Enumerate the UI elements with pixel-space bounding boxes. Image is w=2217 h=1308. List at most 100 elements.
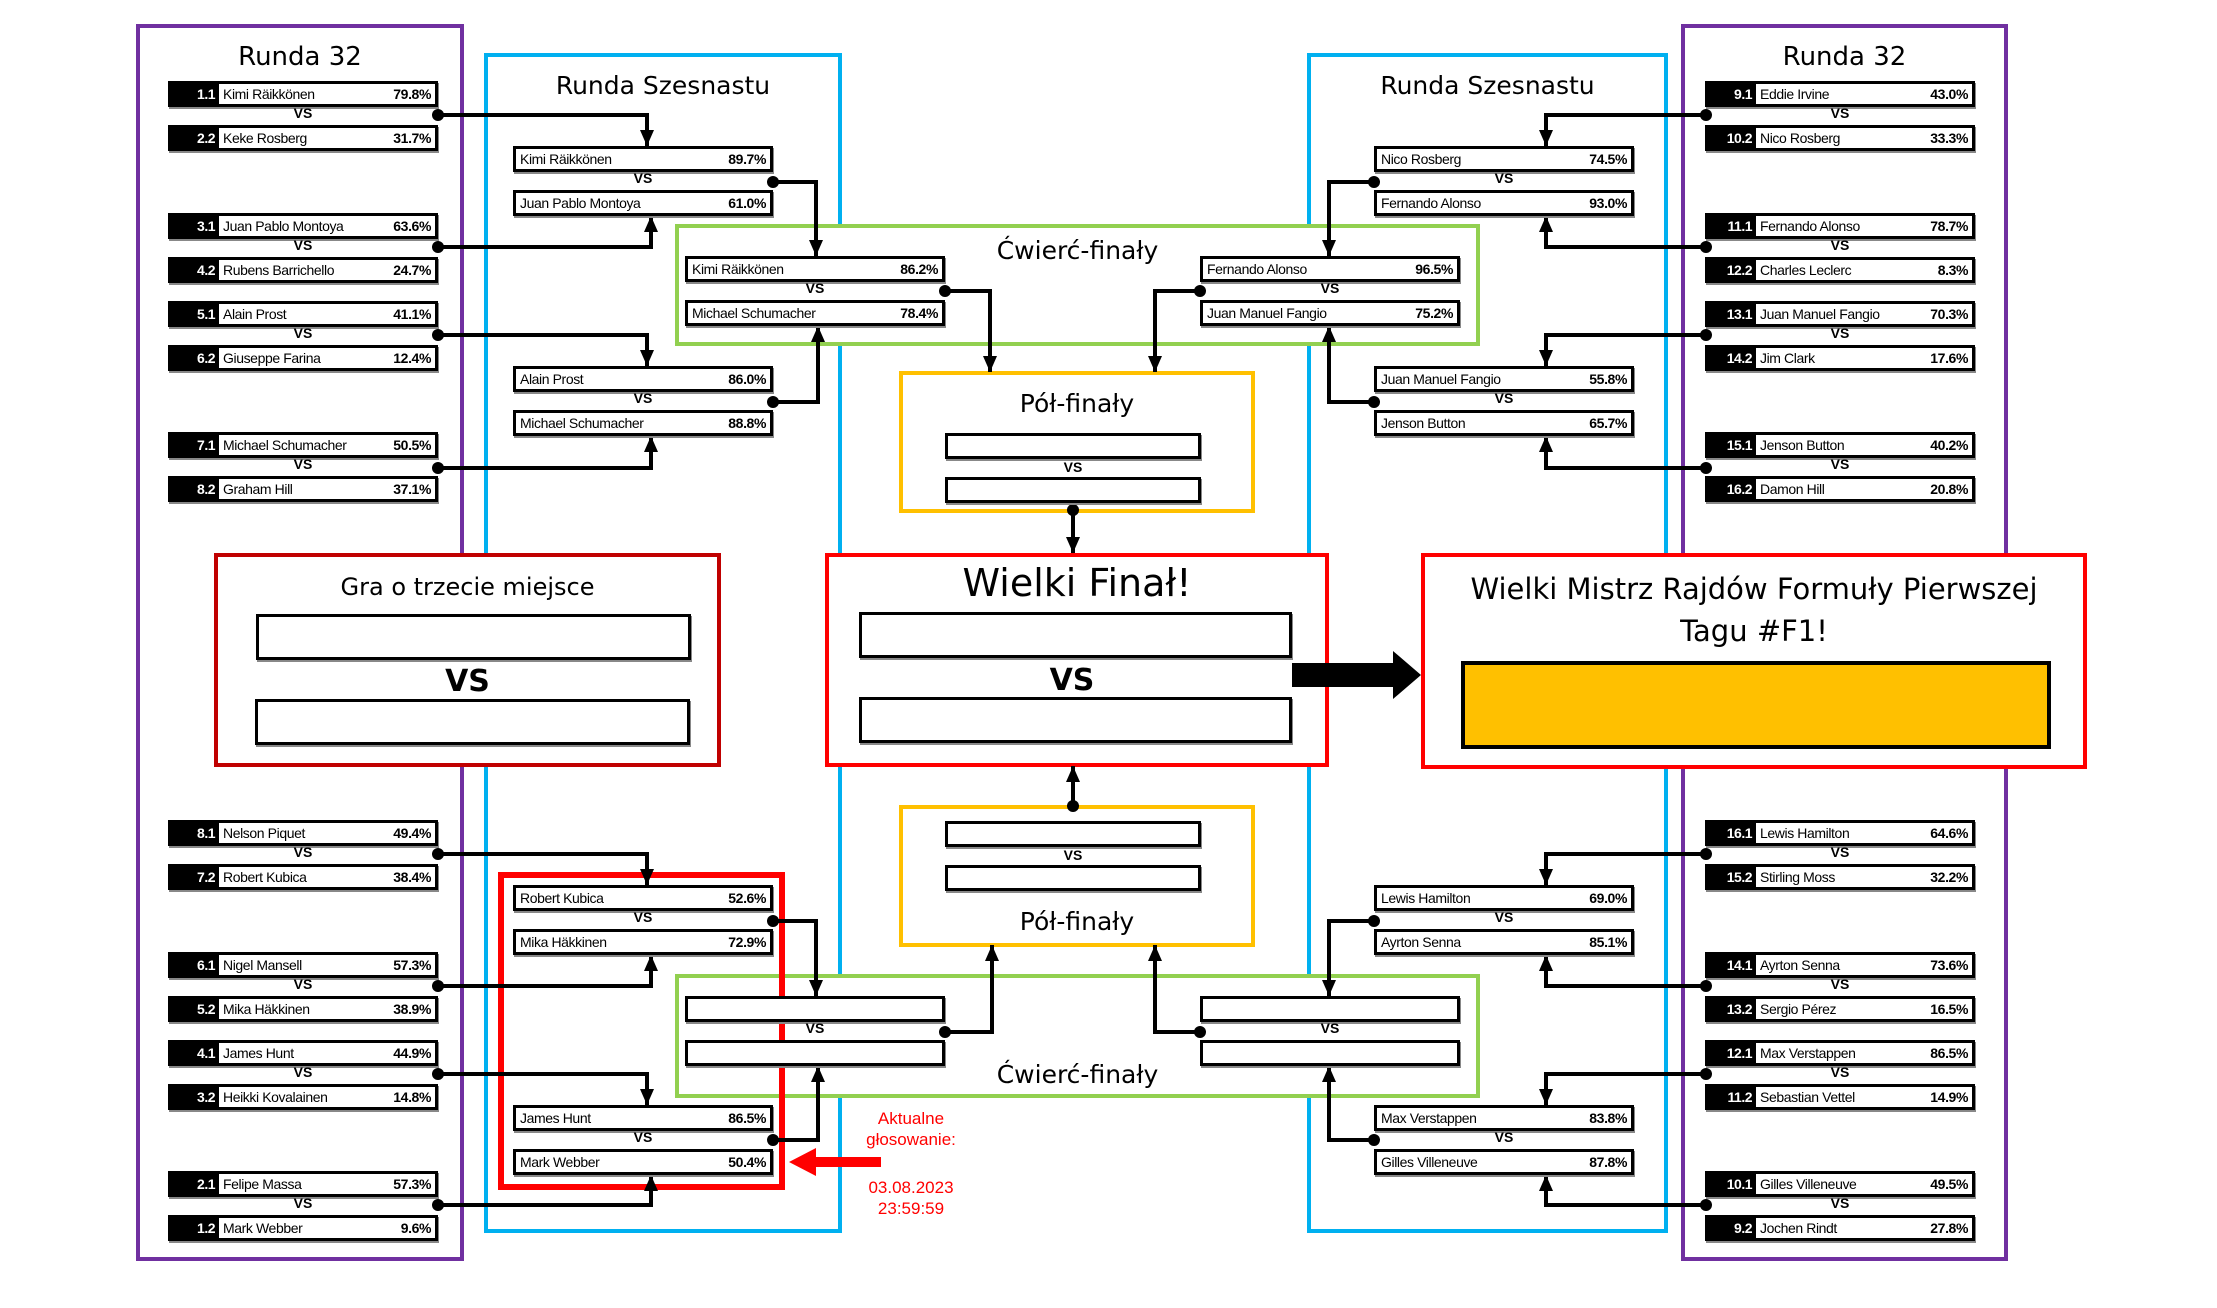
seed-number: 7.1 (171, 435, 219, 455)
seed-number: 6.1 (171, 955, 219, 975)
vote-percentage: 50.4% (728, 1154, 766, 1170)
competitor-name: Max Verstappen (1760, 1045, 1856, 1061)
competitor-name: Michael Schumacher (692, 305, 816, 321)
third-place-slot-a (256, 614, 691, 660)
vote-percentage: 31.7% (393, 130, 431, 146)
vote-percentage: 78.7% (1930, 218, 1968, 234)
vote-percentage: 24.7% (393, 262, 431, 278)
competitor-name: Fernando Alonso (1760, 218, 1860, 234)
right-round16-vs: VS (1494, 390, 1514, 406)
left-round32-vs: VS (293, 1064, 313, 1080)
arrowhead-icon (985, 945, 999, 961)
seed-number: 3.1 (171, 216, 219, 236)
competitor-name: Kimi Räikkönen (520, 151, 612, 167)
left-round32-vs: VS (293, 976, 313, 992)
right-round16-vs: VS (1494, 170, 1514, 186)
competitor-name: Ayrton Senna (1381, 934, 1461, 950)
competitor-name: Felipe Massa (223, 1176, 302, 1192)
right-round32-vs: VS (1830, 976, 1850, 992)
competitor-name: Charles Leclerc (1760, 262, 1852, 278)
competitor-name: Juan Pablo Montoya (520, 195, 641, 211)
vote-percentage: 40.2% (1930, 437, 1968, 453)
competitor-name: Stirling Moss (1760, 869, 1835, 885)
third-place-title: Gra o trzecie miejsce (340, 573, 595, 601)
right-round16-title: Runda Szesnastu (1380, 71, 1595, 100)
vote-percentage: 70.3% (1930, 306, 1968, 322)
vote-percentage: 12.4% (393, 350, 431, 366)
seed-number: 16.1 (1708, 823, 1756, 843)
seed-number: 2.2 (171, 128, 219, 148)
competitor-name: Mika Häkkinen (520, 934, 607, 950)
vote-percentage: 16.5% (1930, 1001, 1968, 1017)
seed-number: 1.2 (171, 1218, 219, 1238)
competitor-name: James Hunt (520, 1110, 591, 1126)
vote-percentage: 78.4% (900, 305, 938, 321)
right-round32-vs: VS (1830, 456, 1850, 472)
arrowhead-icon (1148, 945, 1162, 961)
vote-percentage: 73.6% (1930, 957, 1968, 973)
vote-percentage: 38.9% (393, 1001, 431, 1017)
vote-percentage: 86.0% (728, 371, 766, 387)
vote-percentage: 61.0% (728, 195, 766, 211)
competitor-name: Ayrton Senna (1760, 957, 1840, 973)
vote-percentage: 86.5% (728, 1110, 766, 1126)
final-slot-b (859, 697, 1292, 743)
seed-number: 2.1 (171, 1174, 219, 1194)
seed-number: 12.1 (1708, 1043, 1756, 1063)
seed-number: 15.1 (1708, 435, 1756, 455)
right-round32-vs: VS (1830, 237, 1850, 253)
right-round32-vs: VS (1830, 1195, 1850, 1211)
vote-percentage: 33.3% (1930, 130, 1968, 146)
right-quarterfinal-vs: VS (1320, 280, 1340, 296)
seed-number: 13.2 (1708, 999, 1756, 1019)
competitor-name: Heikki Kovalainen (223, 1089, 328, 1105)
semifinal-bottom-title: Pół-finały (1019, 907, 1135, 936)
right-round32-title: Runda 32 (1782, 42, 1907, 72)
final-title: Wielki Finał! (962, 561, 1192, 605)
competitor-name: Juan Pablo Montoya (223, 218, 344, 234)
left-round32-vs: VS (293, 105, 313, 121)
left-round16-vs: VS (633, 1129, 653, 1145)
semifinal-slot-a (945, 821, 1201, 847)
current-vote-date: 03.08.2023 (868, 1178, 954, 1197)
seed-number: 10.1 (1708, 1174, 1756, 1194)
semifinal-vs: VS (1063, 847, 1083, 863)
competitor-name: Michael Schumacher (223, 437, 347, 453)
arrowhead-icon (1066, 766, 1080, 782)
competitor-name: Jim Clark (1760, 350, 1815, 366)
left-quarterfinal-slot: Michael Schumacher 78.4% (685, 300, 945, 326)
vote-percentage: 49.4% (393, 825, 431, 841)
right-round32-vs: VS (1830, 1064, 1850, 1080)
third-place-panel: Gra o trzecie miejsce VS (214, 553, 721, 767)
semifinal-vs: VS (1063, 459, 1083, 475)
vote-percentage: 14.8% (393, 1089, 431, 1105)
seed-number: 11.1 (1708, 216, 1756, 236)
vote-percentage: 55.8% (1589, 371, 1627, 387)
competitor-name: Lewis Hamilton (1760, 825, 1850, 841)
vote-percentage: 49.5% (1930, 1176, 1968, 1192)
left-round32-vs: VS (293, 844, 313, 860)
quarterfinals-top-title: Ćwierć-finały (996, 236, 1159, 265)
right-round32-vs: VS (1830, 844, 1850, 860)
seed-number: 8.2 (171, 479, 219, 499)
seed-number: 8.1 (171, 823, 219, 843)
quarterfinals-bottom-title: Ćwierć-finały (996, 1060, 1159, 1089)
competitor-name: Mika Häkkinen (223, 1001, 310, 1017)
